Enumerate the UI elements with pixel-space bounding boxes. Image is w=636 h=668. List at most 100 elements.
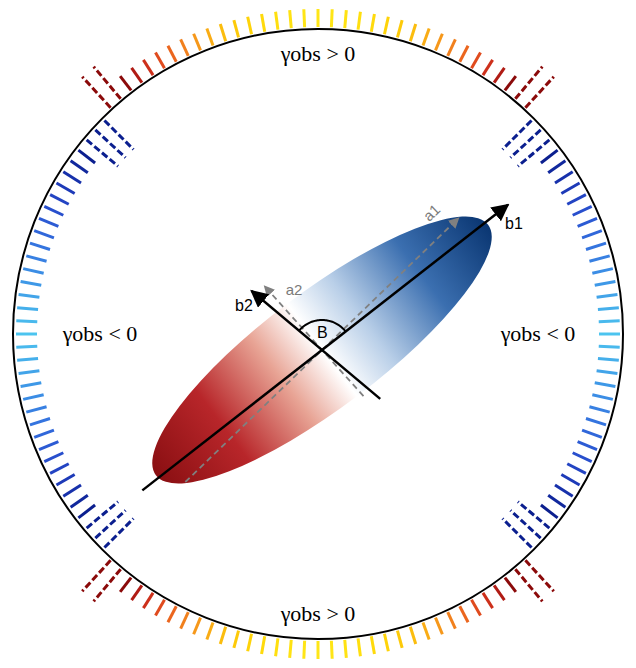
tick-mark <box>194 618 201 635</box>
tick-mark <box>317 641 320 659</box>
tick-mark <box>302 641 306 659</box>
tick-mark <box>423 29 429 46</box>
tick-mark <box>104 120 133 149</box>
tick-mark <box>586 243 606 249</box>
tick-mark <box>19 295 40 298</box>
tick-mark <box>120 76 131 90</box>
tick-mark <box>505 578 516 592</box>
tick-mark <box>23 269 44 274</box>
tick-mark <box>599 333 620 336</box>
tick-mark <box>397 631 402 648</box>
b1-axis <box>142 205 508 491</box>
tick-mark <box>276 638 278 656</box>
tick-mark <box>371 636 374 654</box>
tick-mark <box>598 358 619 360</box>
tick-mark <box>397 20 402 37</box>
tick-mark <box>248 17 252 35</box>
tick-mark <box>505 76 516 90</box>
tick-mark <box>582 430 602 437</box>
tick-mark <box>290 10 292 28</box>
axes <box>142 205 508 491</box>
tick-mark <box>181 612 189 628</box>
region-label: γobs > 0 <box>281 42 356 66</box>
tick-mark <box>555 485 573 496</box>
tick-mark <box>302 9 306 27</box>
tick-mark <box>483 593 493 608</box>
tick-mark <box>595 282 616 286</box>
tick-mark <box>410 24 415 41</box>
tick-ring <box>16 9 620 659</box>
tick-mark <box>592 395 613 400</box>
tick-mark <box>597 295 618 298</box>
tick-mark <box>541 150 558 163</box>
tick-mark <box>78 150 95 163</box>
tick-mark <box>234 20 239 37</box>
tick-mark <box>518 502 549 528</box>
axis-label: b2 <box>235 297 253 315</box>
region-label: γobs > 0 <box>281 602 356 626</box>
tick-mark <box>120 578 131 592</box>
tick-mark <box>548 161 565 173</box>
tick-mark <box>156 53 165 69</box>
tick-mark <box>276 12 278 30</box>
tick-mark <box>595 383 616 387</box>
tick-mark <box>548 495 565 507</box>
tick-mark <box>435 618 442 635</box>
tick-mark <box>510 130 540 158</box>
axis-label: a2 <box>286 282 303 299</box>
tick-mark <box>34 231 54 238</box>
tick-mark <box>494 585 504 600</box>
tick-mark <box>82 560 110 591</box>
tick-mark <box>34 430 54 437</box>
tick-mark <box>39 442 58 450</box>
tick-mark <box>168 46 176 62</box>
tick-mark <box>472 53 481 69</box>
tick-mark <box>578 442 597 450</box>
tick-mark <box>78 505 95 518</box>
a2-axis <box>264 286 363 396</box>
tick-mark <box>330 641 334 659</box>
tick-mark <box>345 10 347 28</box>
tick-mark <box>56 475 74 486</box>
tick-mark <box>207 29 213 46</box>
tick-mark <box>50 195 69 205</box>
tick-mark <box>515 67 542 99</box>
tick-mark <box>472 600 481 616</box>
tick-mark <box>143 593 153 608</box>
tick-mark <box>573 206 592 215</box>
tick-mark <box>597 371 618 374</box>
tick-mark <box>589 407 609 412</box>
tick-mark <box>483 60 493 75</box>
axis-label: a1 <box>420 201 443 224</box>
tick-mark <box>518 140 549 166</box>
tick-mark <box>503 519 532 548</box>
tick-mark <box>358 638 360 656</box>
tick-mark <box>44 206 63 215</box>
tick-mark <box>17 308 38 310</box>
tick-mark <box>578 218 597 226</box>
tick-mark <box>30 243 50 249</box>
tick-mark <box>262 636 265 654</box>
tick-mark <box>87 140 118 166</box>
region-label: γobs < 0 <box>501 322 576 346</box>
tick-mark <box>94 569 121 601</box>
tick-mark <box>132 585 142 600</box>
tick-mark <box>104 519 133 548</box>
tick-mark <box>95 510 125 538</box>
tick-mark <box>541 505 558 518</box>
tick-mark <box>494 68 504 83</box>
tick-mark <box>16 333 37 336</box>
tick-mark <box>358 12 360 30</box>
tick-mark <box>21 282 42 286</box>
tick-mark <box>290 640 292 658</box>
tick-mark <box>95 130 125 158</box>
tick-mark <box>71 495 88 507</box>
tick-mark <box>592 269 613 274</box>
tick-mark <box>248 634 252 652</box>
tick-mark <box>26 407 46 412</box>
tick-mark <box>143 60 153 75</box>
tick-mark <box>561 183 579 194</box>
tick-mark <box>30 418 50 424</box>
tick-mark <box>555 172 573 183</box>
angle-label: B <box>317 324 328 342</box>
